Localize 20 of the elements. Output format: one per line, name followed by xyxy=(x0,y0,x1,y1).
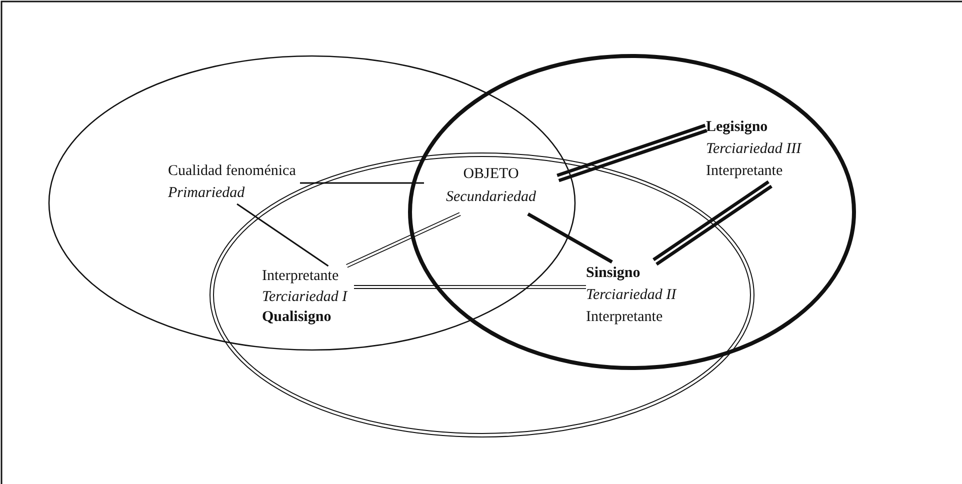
term-label: Terciariedad III xyxy=(706,140,803,159)
connector-line xyxy=(236,203,329,267)
connector-line xyxy=(346,212,462,268)
term-label: Sinsigno xyxy=(586,264,642,283)
term-label: Terciariedad II xyxy=(586,286,678,305)
term-label: Interpretante xyxy=(586,308,664,327)
connector-line xyxy=(555,124,709,182)
term-label: Cualidad fenoménica xyxy=(168,162,297,181)
term-label: Secundariedad xyxy=(445,188,537,207)
term-label: Interpretante xyxy=(262,267,340,286)
term-label: Legisigno xyxy=(706,118,769,137)
term-label: Primariedad xyxy=(168,184,246,203)
term-label: Terciariedad I xyxy=(262,288,349,306)
connector-line xyxy=(354,285,586,289)
term-label: OBJETO xyxy=(462,165,520,184)
term-label: Interpretante xyxy=(706,162,784,181)
connector-line xyxy=(652,180,774,266)
connector-line xyxy=(527,212,613,264)
connector-line xyxy=(300,182,424,184)
term-label: Qualisigno xyxy=(262,308,332,327)
